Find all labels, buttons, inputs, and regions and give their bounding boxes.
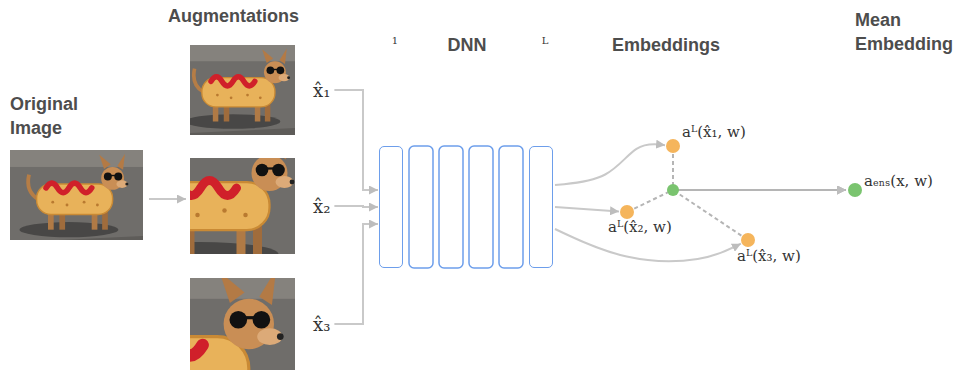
averaging-line — [673, 190, 846, 236]
flow-arrow — [555, 144, 665, 185]
augmented-photo — [122, 0, 359, 191]
augmented-photo — [18, 38, 408, 368]
image-frame — [190, 45, 295, 135]
column-heading: Augmentations — [168, 4, 328, 28]
flow-arrow — [149, 198, 186, 200]
averaging-line — [673, 154, 846, 190]
network-layer — [409, 146, 433, 268]
embedding-label: aᴸ(x̂₂, w) — [608, 218, 672, 236]
embedding-point: aᴸ(x̂₁, w) — [666, 139, 680, 153]
augmented-image: x̂₁ — [190, 45, 330, 135]
mean-embedding-point: aₑₙₛ(x, w) — [848, 183, 862, 197]
averaging-line — [634, 190, 846, 209]
augmented-photo — [0, 135, 442, 374]
input-symbol: x̂₂ — [313, 196, 330, 217]
dog-photo — [18, 38, 408, 368]
block-heading: Original Image — [10, 92, 105, 140]
column-heading: Embeddings — [612, 33, 742, 57]
embedding-point: aᴸ(x̂₂, w) — [620, 205, 634, 219]
flow-arrow — [334, 206, 378, 207]
original-photo — [0, 93, 200, 302]
embedding-label: aᴸ(x̂₁, w) — [682, 123, 746, 141]
augmented-image: x̂₂ — [190, 158, 330, 254]
network-layer: 1 — [379, 146, 403, 268]
dog-photo — [122, 0, 359, 191]
image-frame — [10, 150, 143, 240]
input-symbol: x̂₁ — [313, 80, 330, 101]
centroid-point — [667, 184, 679, 196]
dog-photo — [0, 135, 442, 374]
input-symbol: x̂₃ — [313, 314, 330, 335]
dog-photo — [0, 93, 200, 302]
network-layer: L — [529, 146, 553, 268]
block-heading: DNN — [378, 33, 556, 57]
augmented-image: x̂₃ — [190, 278, 330, 370]
image-frame — [190, 158, 295, 254]
dnn-block: DNN1L — [378, 145, 556, 269]
network-layer — [469, 146, 493, 268]
embedding-point: aᴸ(x̂₃, w) — [741, 233, 755, 247]
image-frame — [190, 278, 295, 370]
layer-index: L — [534, 35, 556, 265]
network-layer — [499, 146, 523, 268]
embedding-label: aᴸ(x̂₃, w) — [737, 247, 801, 265]
column-heading: Mean Embedding — [855, 8, 960, 56]
original-image: Original Image — [10, 92, 143, 240]
embedding-label: aₑₙₛ(x, w) — [864, 172, 933, 190]
flow-arrow — [334, 90, 378, 190]
layer-index: 1 — [384, 35, 406, 265]
network-layer — [439, 146, 463, 268]
flow-arrow — [334, 224, 378, 324]
flow-arrow — [555, 207, 619, 211]
